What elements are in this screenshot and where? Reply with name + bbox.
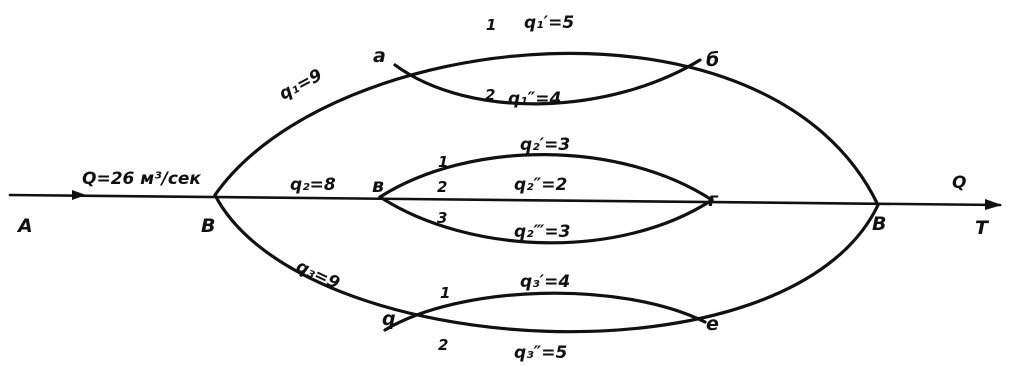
branch-number-mid-2: 2 — [437, 178, 447, 196]
label-q2p: q₂′=3 — [520, 135, 570, 155]
branch-number-mid-3: 3 — [437, 209, 447, 227]
label-q2pp: q₂″=2 — [514, 175, 567, 195]
node-g: г — [708, 189, 719, 211]
node-B-left: B — [201, 215, 215, 237]
label-q1pp: q₁″=4 — [508, 89, 561, 109]
branch-1-inner-arc — [393, 58, 702, 106]
node-T: Т — [975, 217, 990, 239]
label-inflow: Q=26 м³/сек — [82, 169, 201, 189]
label-q1: q₁=9 — [276, 65, 326, 104]
node-b: б — [706, 49, 719, 71]
branch-number-bot-2: 2 — [438, 336, 448, 354]
branch-number-bot-1: 1 — [440, 284, 450, 302]
branch-3-outer-arc — [213, 193, 880, 334]
branch-number-top-2: 2 — [485, 86, 495, 104]
label-q3p: q₃′=4 — [520, 272, 570, 292]
label-q2ppp: q₂‴=3 — [514, 222, 570, 242]
label-q1p: q₁′=5 — [524, 13, 574, 33]
label-q3: q₃=9 — [293, 256, 343, 294]
label-q2: q₂=8 — [290, 175, 336, 195]
node-d: q — [382, 308, 396, 330]
branch-3-inner-arc — [383, 291, 707, 332]
branch-2-upper-arc — [378, 153, 714, 202]
outflow-arrow-icon — [985, 199, 1002, 210]
label-q3pp: q₃″=5 — [514, 343, 567, 363]
node-V-right: В — [872, 213, 886, 235]
node-e: e — [706, 313, 719, 335]
node-A: A — [16, 215, 33, 237]
branch-2-lower-arc — [378, 195, 714, 245]
label-outflow: Q — [952, 173, 966, 193]
branch-number-top-1: 1 — [486, 16, 496, 34]
inflow-arrow-icon — [72, 190, 86, 200]
node-a: a — [373, 45, 386, 67]
branch-1-outer-arc — [213, 51, 880, 207]
node-v: в — [372, 175, 384, 197]
main-line — [8, 193, 1002, 207]
branch-number-mid-1: 1 — [438, 153, 448, 171]
